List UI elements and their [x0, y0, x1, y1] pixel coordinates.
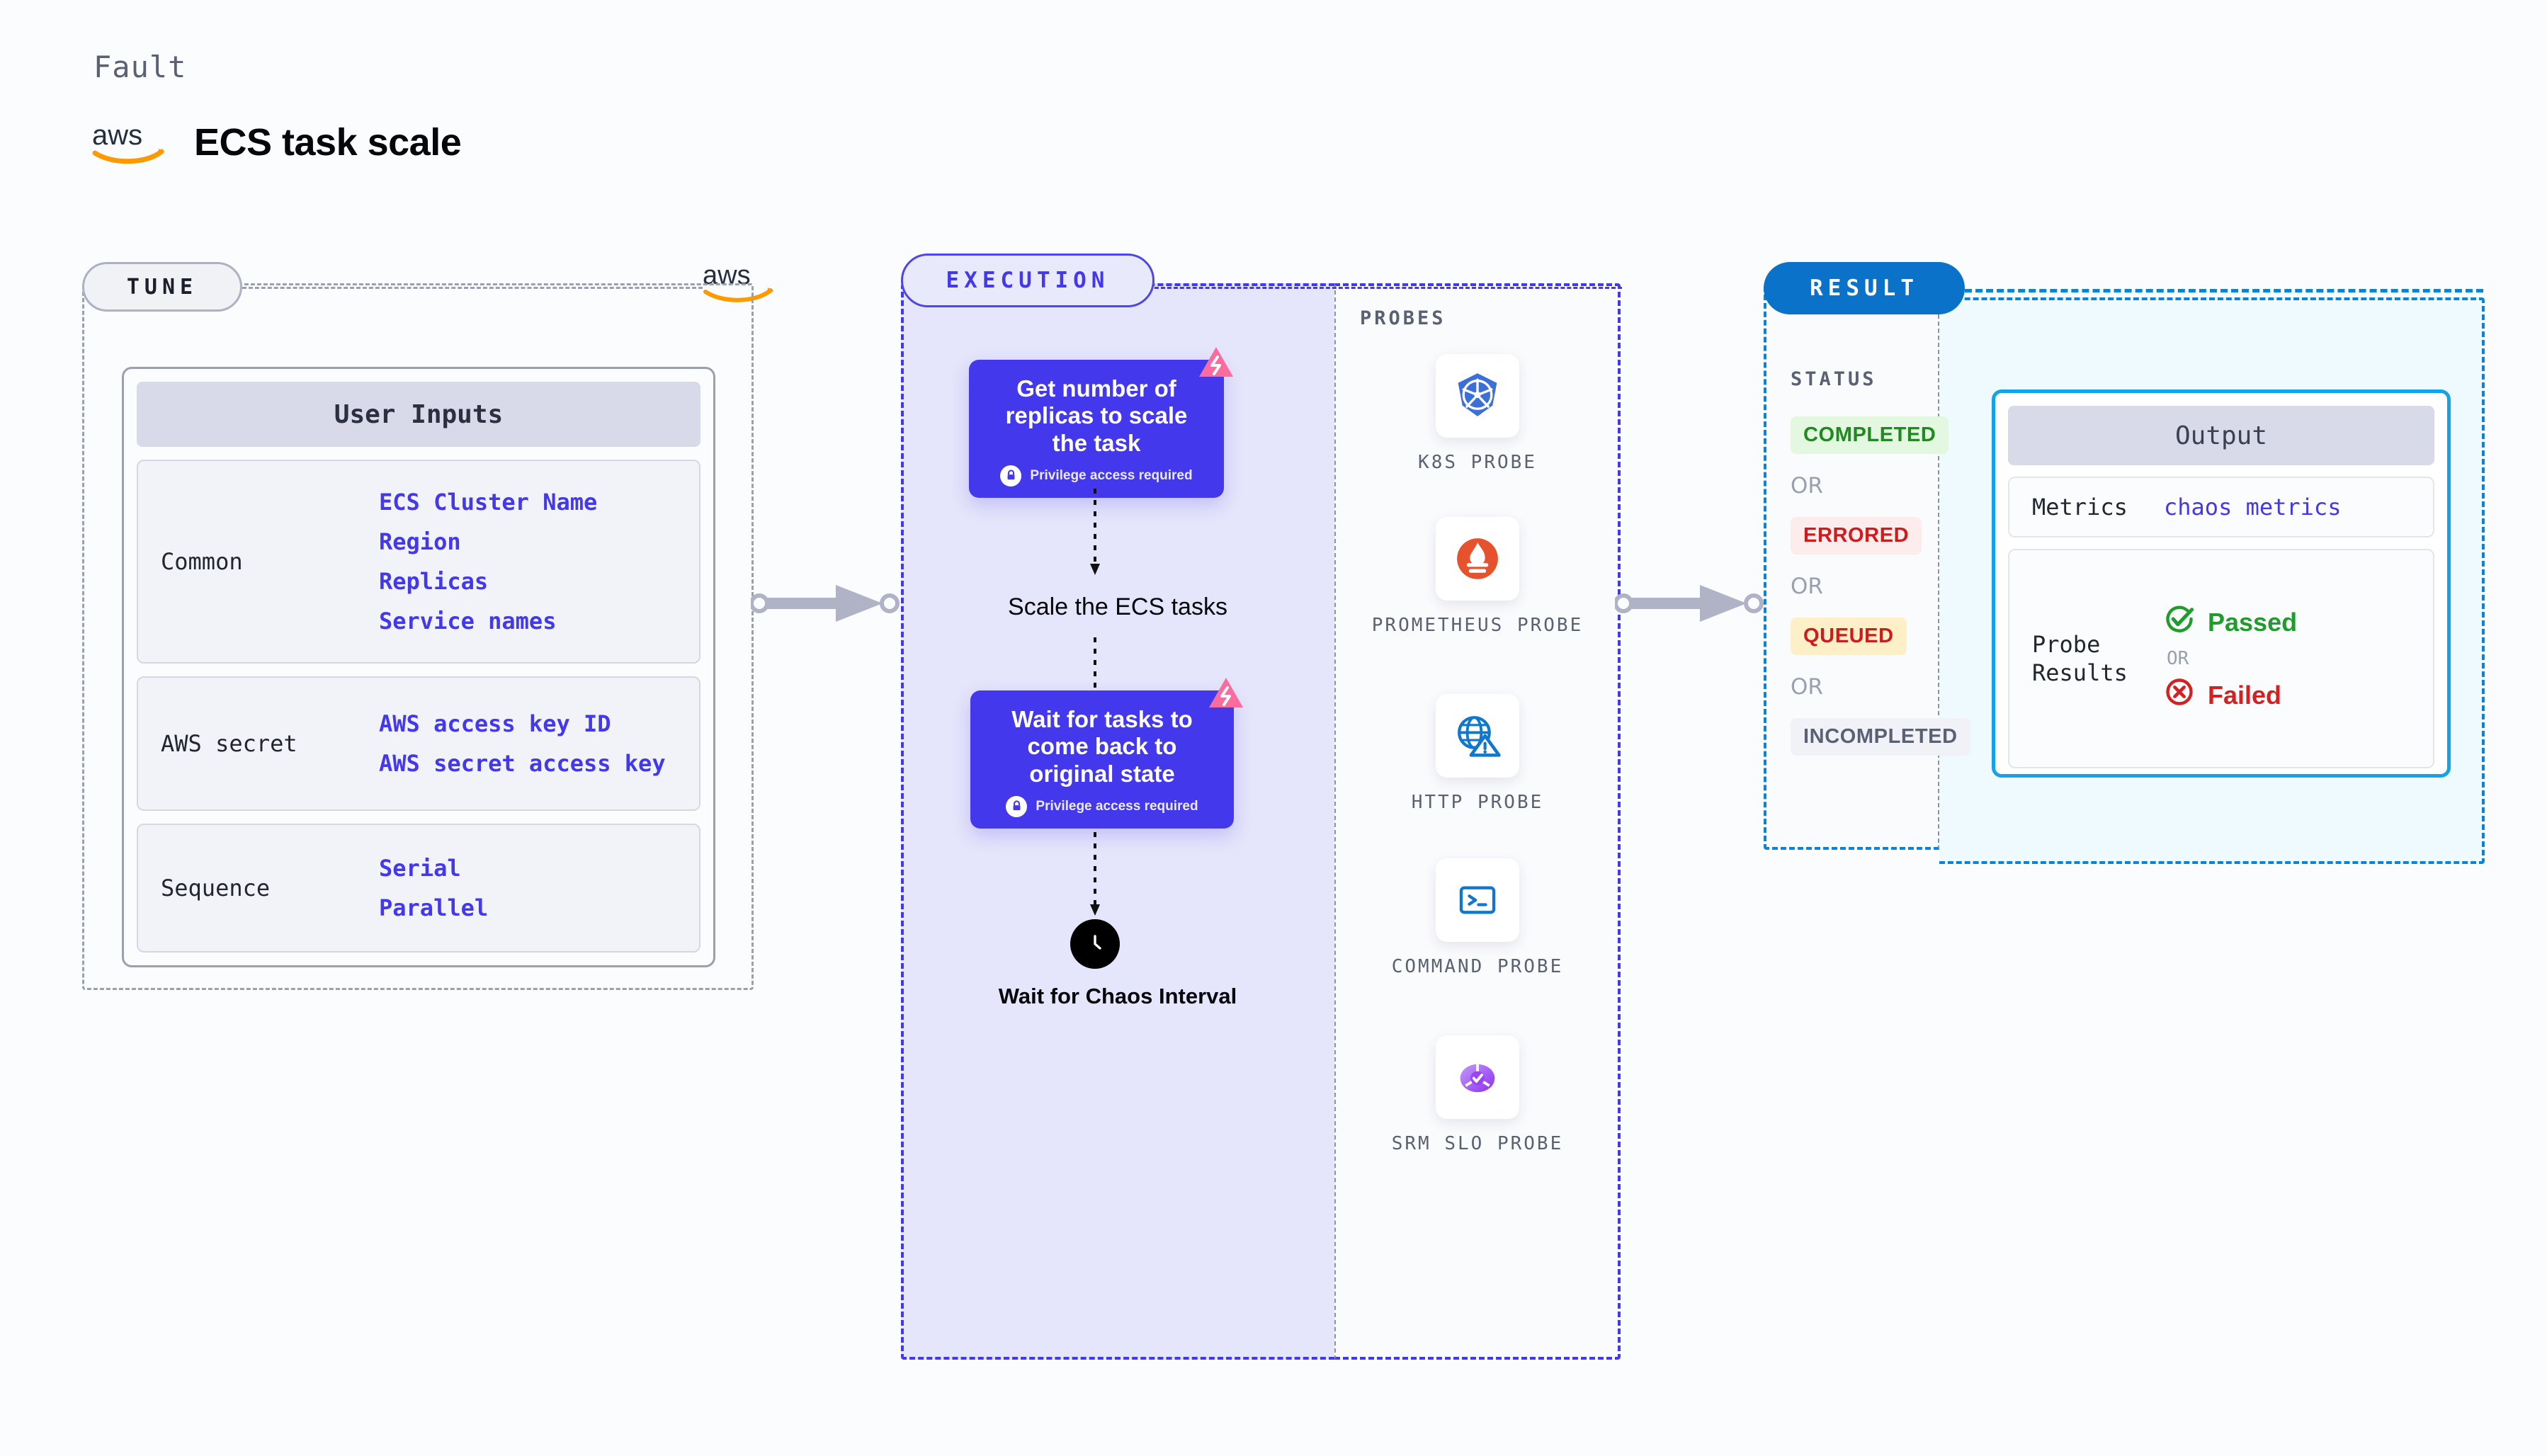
probes-title: PROBES — [1360, 307, 1446, 329]
http-globe-warning-icon — [1436, 694, 1519, 778]
status-title: STATUS — [1791, 368, 1877, 390]
privilege-text: Privilege access required — [1030, 467, 1193, 483]
check-circle-icon — [2164, 603, 2195, 641]
output-row-metrics: Metrics chaos metrics — [2008, 477, 2434, 538]
x-circle-icon — [2164, 676, 2195, 714]
tune-badge[interactable]: TUNE — [82, 262, 242, 312]
probe-label: K8S PROBE — [1418, 452, 1537, 473]
srm-slo-icon — [1436, 1035, 1519, 1119]
page-title-row: aws ECS task scale — [91, 120, 462, 164]
execution-arrow-1 — [1088, 489, 1102, 581]
connector-execution-to-result — [1613, 575, 1772, 632]
passed-label: Passed — [2208, 607, 2298, 637]
svg-text:aws: aws — [92, 120, 142, 151]
page-title: ECS task scale — [194, 121, 462, 164]
metrics-value[interactable]: chaos metrics — [2164, 494, 2342, 521]
result-badge[interactable]: RESULT — [1764, 262, 1965, 314]
failed-label: Failed — [2208, 680, 2282, 710]
status-or-label: OR — [1791, 574, 1823, 599]
input-group-values: Serial Parallel — [379, 855, 488, 921]
output-card: Output Metrics chaos metrics Probe Resul… — [1992, 389, 2451, 778]
status-or-label: OR — [1791, 674, 1823, 700]
input-group-values: AWS access key ID AWS secret access key — [379, 710, 666, 777]
execution-node-title: Wait for tasks to come back to original … — [1011, 706, 1193, 787]
wait-for-chaos-interval-label: Wait for Chaos Interval — [998, 984, 1237, 1008]
probes-panel — [1334, 283, 1621, 1360]
lock-icon — [1000, 465, 1022, 487]
probe-label: PROMETHEUS PROBE — [1371, 615, 1584, 636]
input-value[interactable]: AWS secret access key — [379, 750, 666, 777]
execution-node-wait-original-state[interactable]: Wait for tasks to come back to original … — [970, 678, 1243, 829]
lock-icon — [1006, 795, 1028, 817]
input-group-label: AWS secret — [161, 730, 297, 757]
user-inputs-card: User Inputs Common ECS Cluster Name Regi… — [122, 367, 715, 967]
input-value[interactable]: Service names — [379, 608, 557, 635]
probe-result-passed: Passed — [2164, 603, 2297, 641]
clock-icon — [1070, 919, 1120, 969]
chaos-ribbon-icon — [1206, 675, 1246, 715]
input-group-aws-secret: AWS secret AWS access key ID AWS secret … — [137, 676, 700, 811]
chaos-ribbon-icon — [1196, 344, 1236, 384]
status-badge-completed[interactable]: COMPLETED — [1791, 416, 1949, 454]
output-row-probe-results: Probe Results Passed OR — [2008, 549, 2434, 768]
probe-results-values: Passed OR Failed — [2164, 603, 2297, 714]
probe-item-prometheus[interactable]: PROMETHEUS PROBE — [1334, 517, 1621, 638]
input-group-label: Common — [161, 548, 243, 575]
input-value[interactable]: Replicas — [379, 568, 489, 595]
probe-result-failed: Failed — [2164, 676, 2297, 714]
user-inputs-title: User Inputs — [137, 382, 700, 447]
input-group-values: ECS Cluster Name Region Replicas Service… — [379, 489, 597, 635]
execution-header-dashed-line — [1155, 287, 1622, 289]
output-title: Output — [2008, 406, 2434, 465]
probe-item-srm-slo[interactable]: SRM SLO PROBE — [1334, 1035, 1621, 1156]
kubernetes-icon — [1436, 354, 1519, 438]
input-value[interactable]: Serial — [379, 855, 461, 882]
privilege-note: Privilege access required — [987, 465, 1206, 487]
privilege-text: Privilege access required — [1036, 798, 1198, 814]
tune-header-dashed-line — [242, 287, 703, 289]
input-value[interactable]: ECS Cluster Name — [379, 489, 598, 516]
svg-text:aws: aws — [703, 261, 751, 290]
tune-panel — [82, 283, 754, 990]
probe-label: COMMAND PROBE — [1391, 956, 1564, 977]
status-badge-errored[interactable]: ERRORED — [1791, 517, 1922, 554]
input-value[interactable]: Parallel — [379, 894, 489, 921]
status-or-label: OR — [1791, 473, 1823, 499]
connector-tune-to-execution — [749, 575, 908, 632]
aws-logo-icon: aws — [91, 120, 170, 164]
page-eyebrow: Fault — [93, 50, 187, 84]
prometheus-icon — [1436, 517, 1519, 601]
execution-node-title: Get number of replicas to scale the task — [1005, 375, 1188, 456]
execution-badge[interactable]: EXECUTION — [901, 254, 1155, 307]
probe-item-http[interactable]: HTTP PROBE — [1334, 694, 1621, 815]
input-value[interactable]: AWS access key ID — [379, 710, 611, 737]
result-panel — [1764, 286, 1939, 850]
privilege-note: Privilege access required — [989, 795, 1215, 817]
terminal-icon — [1436, 858, 1519, 942]
metrics-label: Metrics — [2032, 494, 2128, 521]
probe-label: SRM SLO PROBE — [1391, 1133, 1564, 1154]
execution-mid-label: Scale the ECS tasks — [1008, 593, 1227, 620]
input-group-common: Common ECS Cluster Name Region Replicas … — [137, 460, 700, 664]
probe-item-k8s[interactable]: K8S PROBE — [1334, 354, 1621, 475]
probe-item-command[interactable]: COMMAND PROBE — [1334, 858, 1621, 979]
status-badge-incompleted[interactable]: INCOMPLETED — [1791, 718, 1970, 756]
input-group-label: Sequence — [161, 875, 271, 902]
probe-result-or-label: OR — [2167, 648, 2189, 669]
input-group-sequence: Sequence Serial Parallel — [137, 824, 700, 952]
result-header-dashed-line — [1965, 289, 2483, 292]
input-value[interactable]: Region — [379, 528, 461, 555]
execution-arrow-3 — [1088, 832, 1102, 921]
probe-results-label: Probe Results — [2032, 631, 2128, 686]
tune-aws-logo-icon: aws — [701, 261, 779, 305]
probe-label: HTTP PROBE — [1411, 792, 1544, 813]
status-badge-queued[interactable]: QUEUED — [1791, 618, 1907, 655]
execution-node-get-replicas[interactable]: Get number of replicas to scale the task… — [969, 347, 1233, 498]
